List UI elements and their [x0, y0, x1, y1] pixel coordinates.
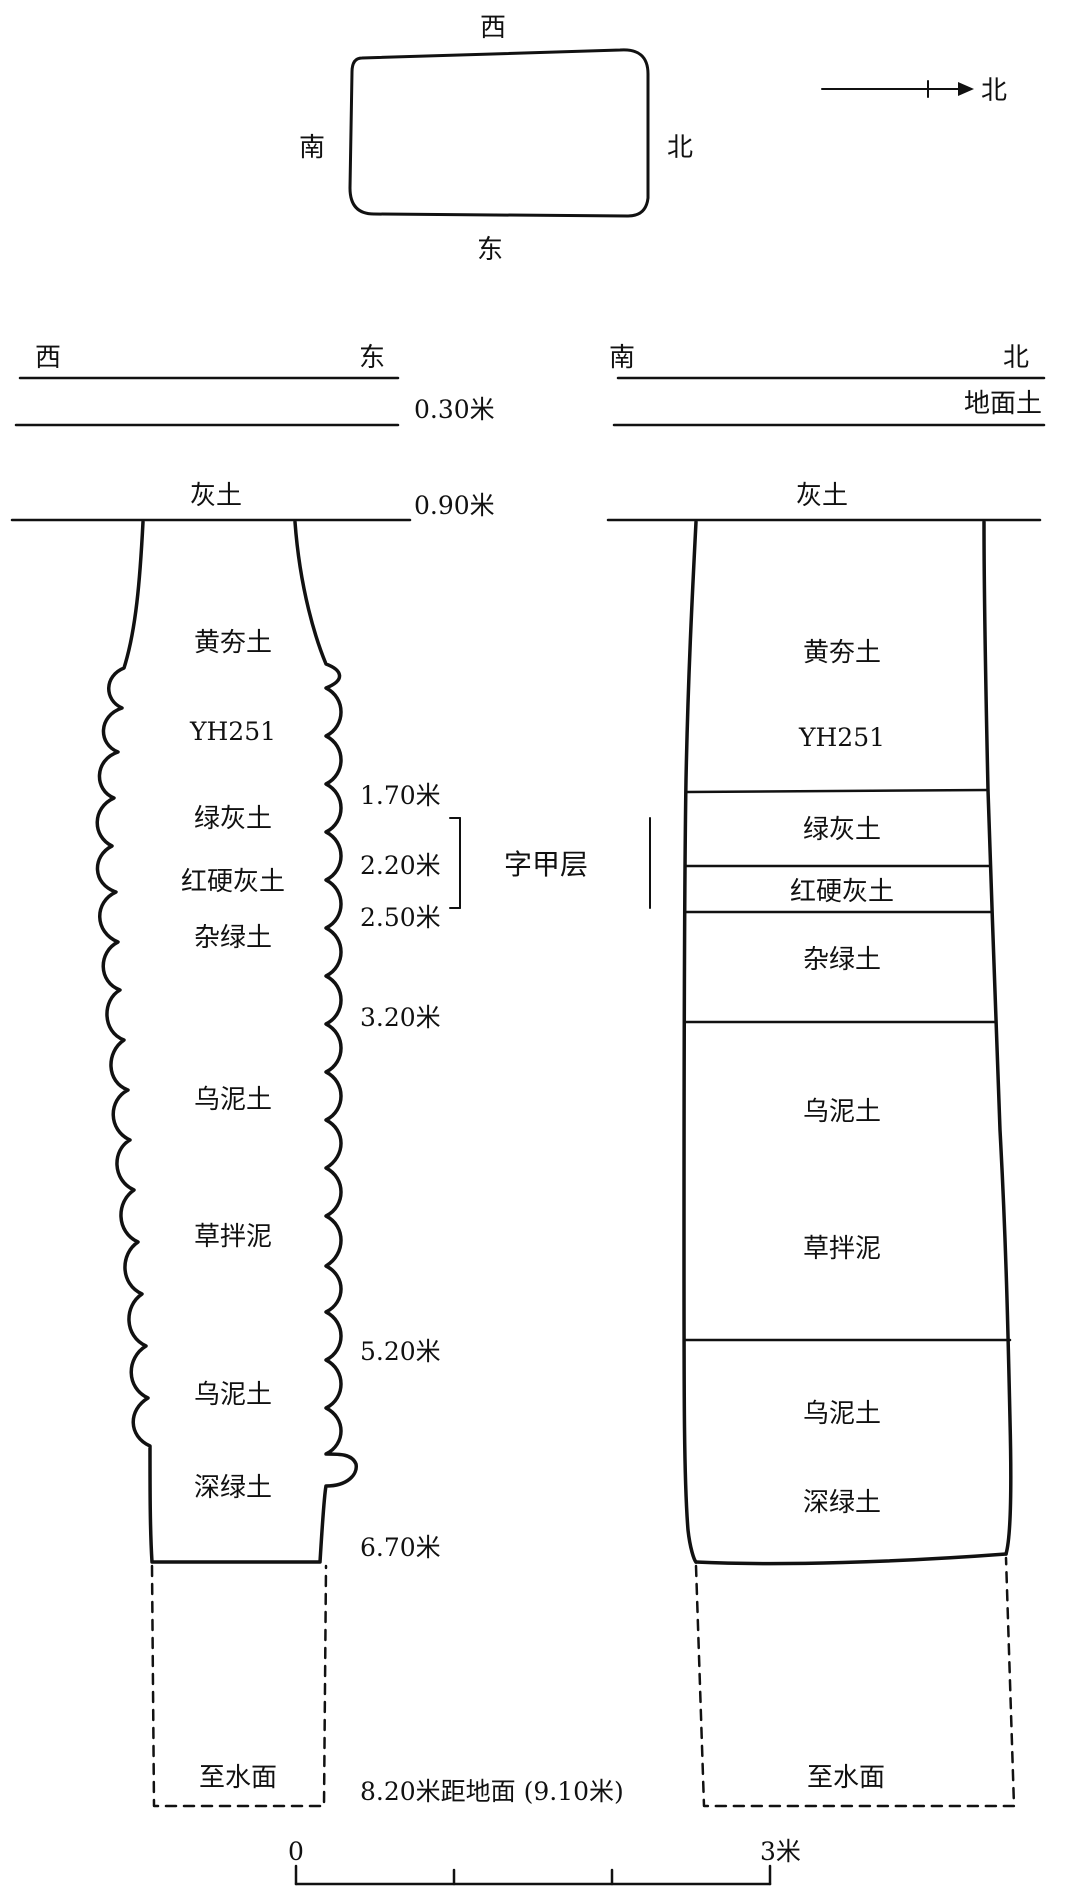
- we-layer-5-label: 杂绿土: [194, 923, 272, 953]
- depth-label-2.50: 2.50米: [360, 903, 441, 932]
- pit-plan-outline: [348, 48, 650, 218]
- sn-ground-soil-label: 地面土: [964, 389, 1042, 419]
- sn-layer-6-label: 乌泥土: [803, 1097, 881, 1127]
- sn-pit-bottom: [694, 1552, 1008, 1566]
- sn-layer-9-label: 深绿土: [803, 1488, 881, 1518]
- sn-surface-layer-label: 灰土: [796, 481, 848, 511]
- sn-layer-3-label: 绿灰土: [803, 815, 881, 845]
- depth-label-0.30: 0.30米: [414, 395, 495, 424]
- plan-north-label: 北: [667, 133, 693, 163]
- sn-layer-8-label: 乌泥土: [803, 1399, 881, 1429]
- north-arrow-label: 北: [981, 76, 1007, 106]
- sn-section-north-label: 北: [1003, 343, 1029, 373]
- zijia-layer-label: 字甲层: [504, 848, 588, 881]
- sn-layer-1-label: 黄夯土: [803, 638, 881, 668]
- we-layer-9-label: 深绿土: [194, 1473, 272, 1503]
- we-layer-3-label: 绿灰土: [194, 804, 272, 834]
- depth-label-5.20: 5.20米: [360, 1337, 441, 1366]
- sn-bottom-label: 至水面: [807, 1763, 885, 1793]
- sn-layer-7-label: 草拌泥: [803, 1234, 881, 1264]
- we-layer-4-label: 红硬灰土: [181, 867, 285, 897]
- we-surface-layer-label: 灰土: [190, 481, 242, 511]
- sn-pit-wall-south: [682, 520, 698, 1564]
- we-layer-2-label: YH251: [189, 717, 276, 746]
- depth-label-1.70: 1.70米: [360, 781, 441, 810]
- sn-layer-2-label: YH251: [798, 723, 885, 752]
- sn-section-south-label: 南: [609, 343, 635, 373]
- sn-layer-4-label: 红硬灰土: [790, 877, 894, 907]
- we-section-west-label: 西: [35, 343, 61, 373]
- we-layer-1-label: 黄夯土: [194, 628, 272, 658]
- plan-south-label: 南: [299, 133, 325, 163]
- scale-bar: [294, 1864, 772, 1886]
- depth-label-0.90: 0.90米: [414, 491, 495, 520]
- plan-west-label: 西: [480, 13, 506, 43]
- depth-label-2.20: 2.20米: [360, 851, 441, 880]
- north-arrow-icon: [821, 80, 974, 98]
- plan-east-label: 东: [477, 235, 503, 265]
- depth-label-3.20: 3.20米: [360, 1003, 441, 1032]
- we-section-east-label: 东: [359, 343, 385, 373]
- we-layer-7-label: 草拌泥: [194, 1222, 272, 1252]
- depth-label-6.70: 6.70米: [360, 1533, 441, 1562]
- we-layer-8-label: 乌泥土: [194, 1380, 272, 1410]
- zijia-layer-bracket: [449, 817, 651, 909]
- we-layer-6-label: 乌泥土: [194, 1085, 272, 1115]
- sn-pit-extension-dashed: [694, 1556, 1016, 1808]
- sn-layer-5-label: 杂绿土: [803, 945, 881, 975]
- sn-pit-wall-north: [982, 520, 1013, 1556]
- scale-end-label: 3米: [760, 1837, 801, 1866]
- we-pit-extension-dashed: [150, 1564, 328, 1808]
- sn-boundary-1.70: [684, 788, 990, 794]
- we-bottom-label: 至水面: [199, 1763, 277, 1793]
- scale-start-label: 0: [288, 1837, 304, 1866]
- depth-label-8.20: 8.20米距地面 (9.10米): [360, 1777, 624, 1806]
- we-pit-profile: [95, 520, 358, 1564]
